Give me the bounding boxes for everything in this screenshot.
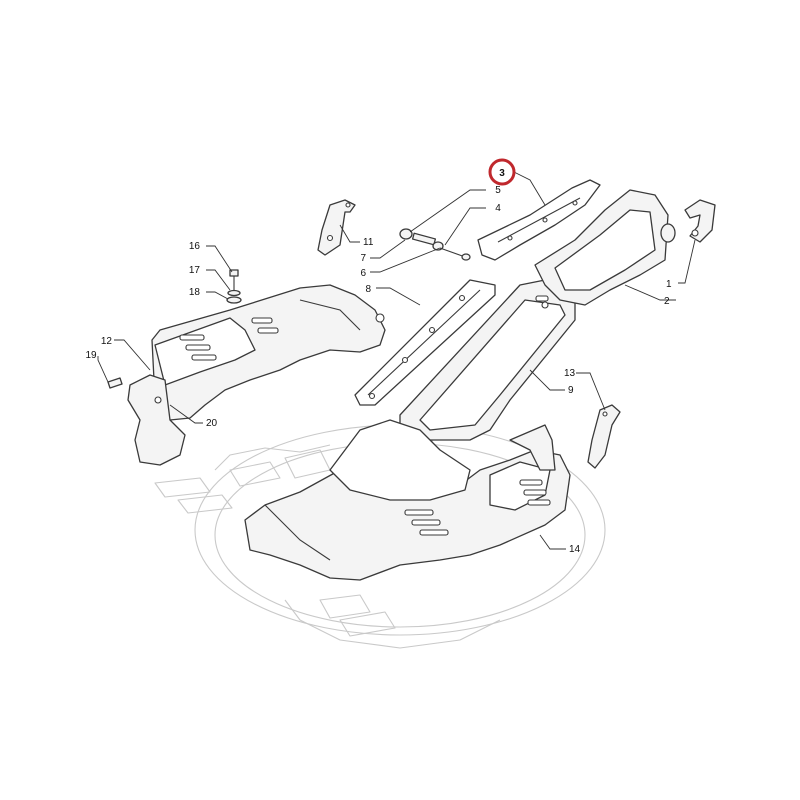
callout-13: 13 — [564, 368, 576, 379]
callout-3: 3 — [499, 168, 505, 179]
bracket-11 — [317, 199, 356, 256]
callout-8: 8 — [365, 284, 371, 295]
callout-19: 19 — [85, 350, 97, 361]
callout-11: 11 — [363, 237, 374, 248]
strip-8 — [354, 279, 496, 406]
callout-9: 9 — [568, 385, 574, 396]
cover-part-2 — [534, 189, 676, 306]
callout-4: 4 — [495, 203, 501, 214]
fasteners-4-7 — [399, 228, 471, 261]
callout-1: 1 — [666, 279, 672, 290]
callout-5: 5 — [495, 185, 501, 196]
callout-12: 12 — [101, 336, 113, 347]
clip-part-1 — [684, 199, 716, 243]
callout-2: 2 — [664, 296, 670, 307]
callout-18: 18 — [189, 287, 201, 298]
highlight-ring — [488, 158, 516, 186]
callout-7: 7 — [360, 253, 366, 264]
central-tunnel-9 — [399, 279, 576, 441]
callout-14: 14 — [569, 544, 581, 555]
callout-17: 17 — [189, 265, 201, 276]
callout-labels: 1 2 3 4 5 6 7 8 9 11 12 13 14 16 17 18 1… — [85, 168, 672, 555]
bracket-13 — [587, 404, 621, 469]
left-side-panel — [151, 284, 386, 421]
main-frame-14 — [244, 419, 571, 581]
leader-lines — [97, 171, 696, 550]
shield-part-3 — [477, 179, 601, 261]
bolt-16-17-18 — [226, 269, 242, 304]
callout-16: 16 — [189, 241, 201, 252]
callout-20: 20 — [206, 418, 218, 429]
left-mount-bracket — [127, 374, 186, 466]
callout-6: 6 — [360, 268, 366, 279]
screw-19 — [107, 377, 123, 389]
